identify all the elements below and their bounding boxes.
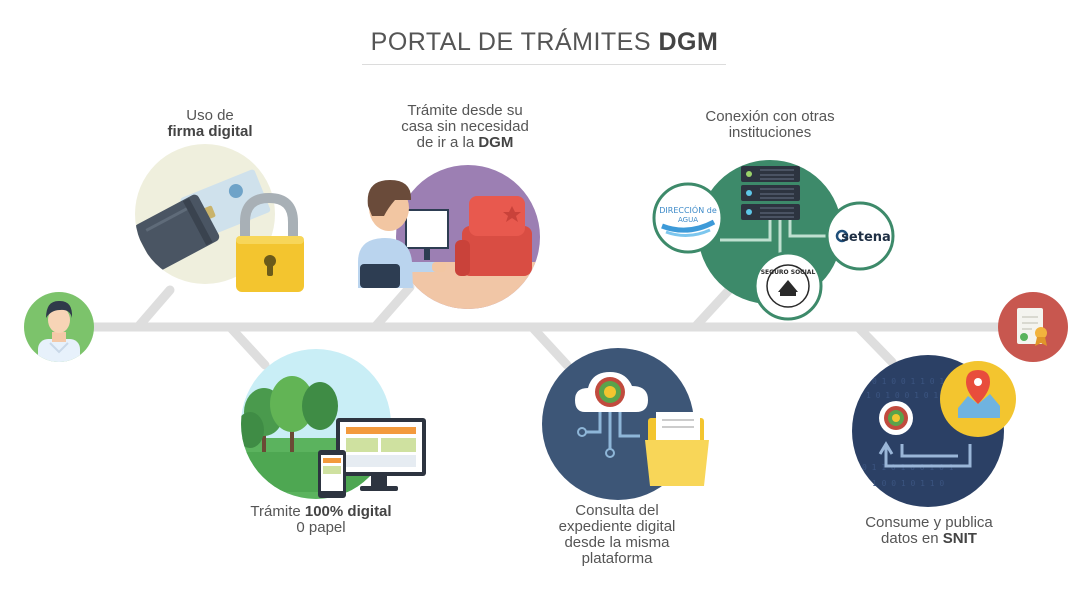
caption-line: Trámite desde su (407, 102, 523, 119)
caption-line: expediente digital (558, 518, 676, 535)
institutions-connection-illustration: DIRECCIÓN de AGUA setena SEGURO SOCIAL (652, 160, 895, 321)
user-avatar (24, 292, 94, 362)
page-title-bold: DGM (658, 28, 719, 56)
caption-line: casa sin necesidad (401, 118, 529, 135)
caption-snit: Consume y publica datos en SNIT (834, 515, 1024, 547)
setena-text: setena (841, 230, 891, 245)
digital-signature-illustration (135, 144, 304, 292)
caption-bold: DGM (478, 134, 514, 151)
caption-line: datos en SNIT (834, 531, 1024, 547)
caption-line: 0 papel (296, 519, 346, 536)
caption-line: de ir a la DGM (375, 135, 555, 151)
direccion-agua-line-1: DIRECCIÓN de (659, 204, 717, 215)
caption-instituciones: Conexión con otras instituciones (680, 109, 860, 141)
direccion-agua-logo: DIRECCIÓN de AGUA (652, 182, 724, 254)
file-consultation-illustration (542, 348, 709, 500)
seguro-social-text: SEGURO SOCIAL (761, 269, 816, 276)
home-procedure-illustration (358, 165, 540, 309)
title-divider (362, 64, 726, 65)
seguro-social-logo: SEGURO SOCIAL (753, 251, 823, 321)
caption-line: firma digital (135, 124, 285, 140)
caption-text: datos en (881, 530, 943, 547)
caption-line: Conexión con otras (705, 108, 835, 125)
caption-100-digital: Trámite 100% digital 0 papel (216, 504, 426, 536)
paperless-digital-illustration (241, 349, 426, 499)
page-title: PORTAL DE TRÁMITES DGM (0, 28, 1089, 57)
caption-text: Trámite (250, 503, 305, 520)
caption-line: Consulta del (575, 502, 659, 519)
caption-text: de ir a la (416, 134, 479, 151)
caption-firma-digital: Uso de firma digital (135, 108, 285, 140)
caption-bold: firma digital (167, 123, 253, 140)
caption-line: Trámite 100% digital (216, 504, 426, 520)
certificate-document-icon (998, 292, 1068, 362)
svg-text:1 0 1 0 0 1 0 1 1: 1 0 1 0 0 1 0 1 1 (866, 391, 948, 400)
caption-line: instituciones (728, 124, 812, 141)
caption-line: Uso de (186, 107, 234, 124)
caption-line: plataforma (581, 550, 653, 567)
caption-line: Consume y publica (865, 514, 993, 531)
timeline (55, 282, 1040, 370)
svg-text:1 0 0 1 0 1 1 0: 1 0 0 1 0 1 1 0 (872, 479, 944, 488)
setena-logo: setena (825, 201, 895, 271)
caption-bold: 100% digital (304, 503, 392, 520)
caption-line: desde la misma (564, 534, 670, 551)
svg-text:0 1 0 0 1 1 0 1: 0 1 0 0 1 1 0 1 (872, 377, 944, 386)
direccion-agua-line-2: AGUA (678, 216, 698, 224)
caption-tramite-casa: Trámite desde su casa sin necesidad de i… (375, 103, 555, 151)
snit-data-illustration: 0 1 0 0 1 1 0 1 1 0 1 0 0 1 0 1 1 0 1 1 … (852, 355, 1016, 507)
page-title-light: PORTAL DE TRÁMITES (370, 28, 652, 56)
caption-consulta: Consulta del expediente digital desde la… (527, 503, 707, 567)
caption-bold: SNIT (942, 530, 977, 547)
